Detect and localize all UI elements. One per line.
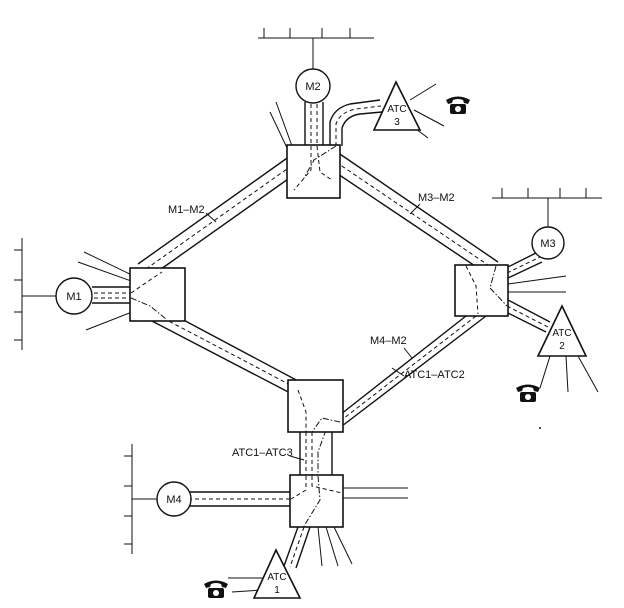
telephone-icon bbox=[446, 96, 470, 114]
link-label-atc1-atc3: ATC1–ATC3 bbox=[232, 447, 305, 461]
bus-bar-m1 bbox=[14, 238, 56, 350]
telephone-icon bbox=[204, 580, 228, 598]
cable-top-m2 bbox=[269, 101, 324, 151]
cable-right-atc2 bbox=[505, 299, 551, 333]
atc-2-name: ATC bbox=[552, 328, 571, 339]
node-m4: M4 bbox=[156, 481, 192, 517]
cable-lower-right-stubs bbox=[343, 487, 408, 499]
cable-left-bottom bbox=[149, 315, 301, 397]
link-m3-m2-text: M3–M2 bbox=[418, 192, 455, 204]
cable-right-m3 bbox=[505, 251, 567, 293]
atc-3-number: 3 bbox=[394, 117, 400, 128]
link-atc1-atc2-text: ATC1–ATC2 bbox=[404, 369, 465, 381]
bus-bar-m2 bbox=[258, 28, 374, 70]
bus-bar-m3 bbox=[492, 188, 602, 228]
atc-2: ATC 2 bbox=[536, 304, 599, 393]
cable-left-m1 bbox=[77, 251, 135, 331]
switch-box-top bbox=[286, 144, 341, 199]
telephone-icon bbox=[516, 384, 540, 402]
node-m2: M2 bbox=[295, 68, 331, 104]
atc-1-name: ATC bbox=[267, 572, 286, 583]
node-m3-label: M3 bbox=[540, 238, 555, 250]
link-label-atc1-atc2: ATC1–ATC2 bbox=[391, 367, 465, 381]
link-label-m1-m2: M1–M2 bbox=[168, 204, 217, 223]
cable-atc1-atc3 bbox=[299, 429, 333, 478]
atc-3-name: ATC bbox=[387, 104, 406, 115]
node-m1: M1 bbox=[55, 277, 93, 315]
switch-box-left bbox=[129, 267, 186, 322]
switch-box-lower bbox=[289, 474, 344, 528]
cable-lower-atc1 bbox=[283, 526, 353, 569]
node-m1-label: M1 bbox=[66, 291, 81, 303]
switch-box-right bbox=[454, 264, 509, 317]
cable-lower-m4 bbox=[186, 491, 292, 507]
cable-top-atc3 bbox=[329, 99, 383, 146]
speck bbox=[539, 427, 541, 429]
atc-1-number: 1 bbox=[274, 585, 280, 596]
switch-box-bottom-center bbox=[287, 379, 344, 433]
link-label-m4-m2: M4–M2 bbox=[370, 335, 413, 359]
node-m4-label: M4 bbox=[166, 494, 181, 506]
node-m2-label: M2 bbox=[305, 81, 320, 93]
atc-2-number: 2 bbox=[559, 341, 565, 352]
link-label-m3-m2: M3–M2 bbox=[409, 192, 455, 215]
cable-m4-m2 bbox=[335, 315, 487, 427]
node-m3: M3 bbox=[531, 226, 565, 260]
bus-bar-m4 bbox=[124, 444, 158, 554]
cable-m3-m2 bbox=[325, 149, 499, 273]
cable-m1-m2 bbox=[137, 155, 299, 275]
link-atc1-atc3-text: ATC1–ATC3 bbox=[232, 447, 293, 459]
link-m1-m2-text: M1–M2 bbox=[168, 204, 205, 216]
link-m4-m2-text: M4–M2 bbox=[370, 335, 407, 347]
atc-1: ATC 1 bbox=[228, 548, 302, 599]
atc-3: ATC 3 bbox=[372, 80, 445, 139]
